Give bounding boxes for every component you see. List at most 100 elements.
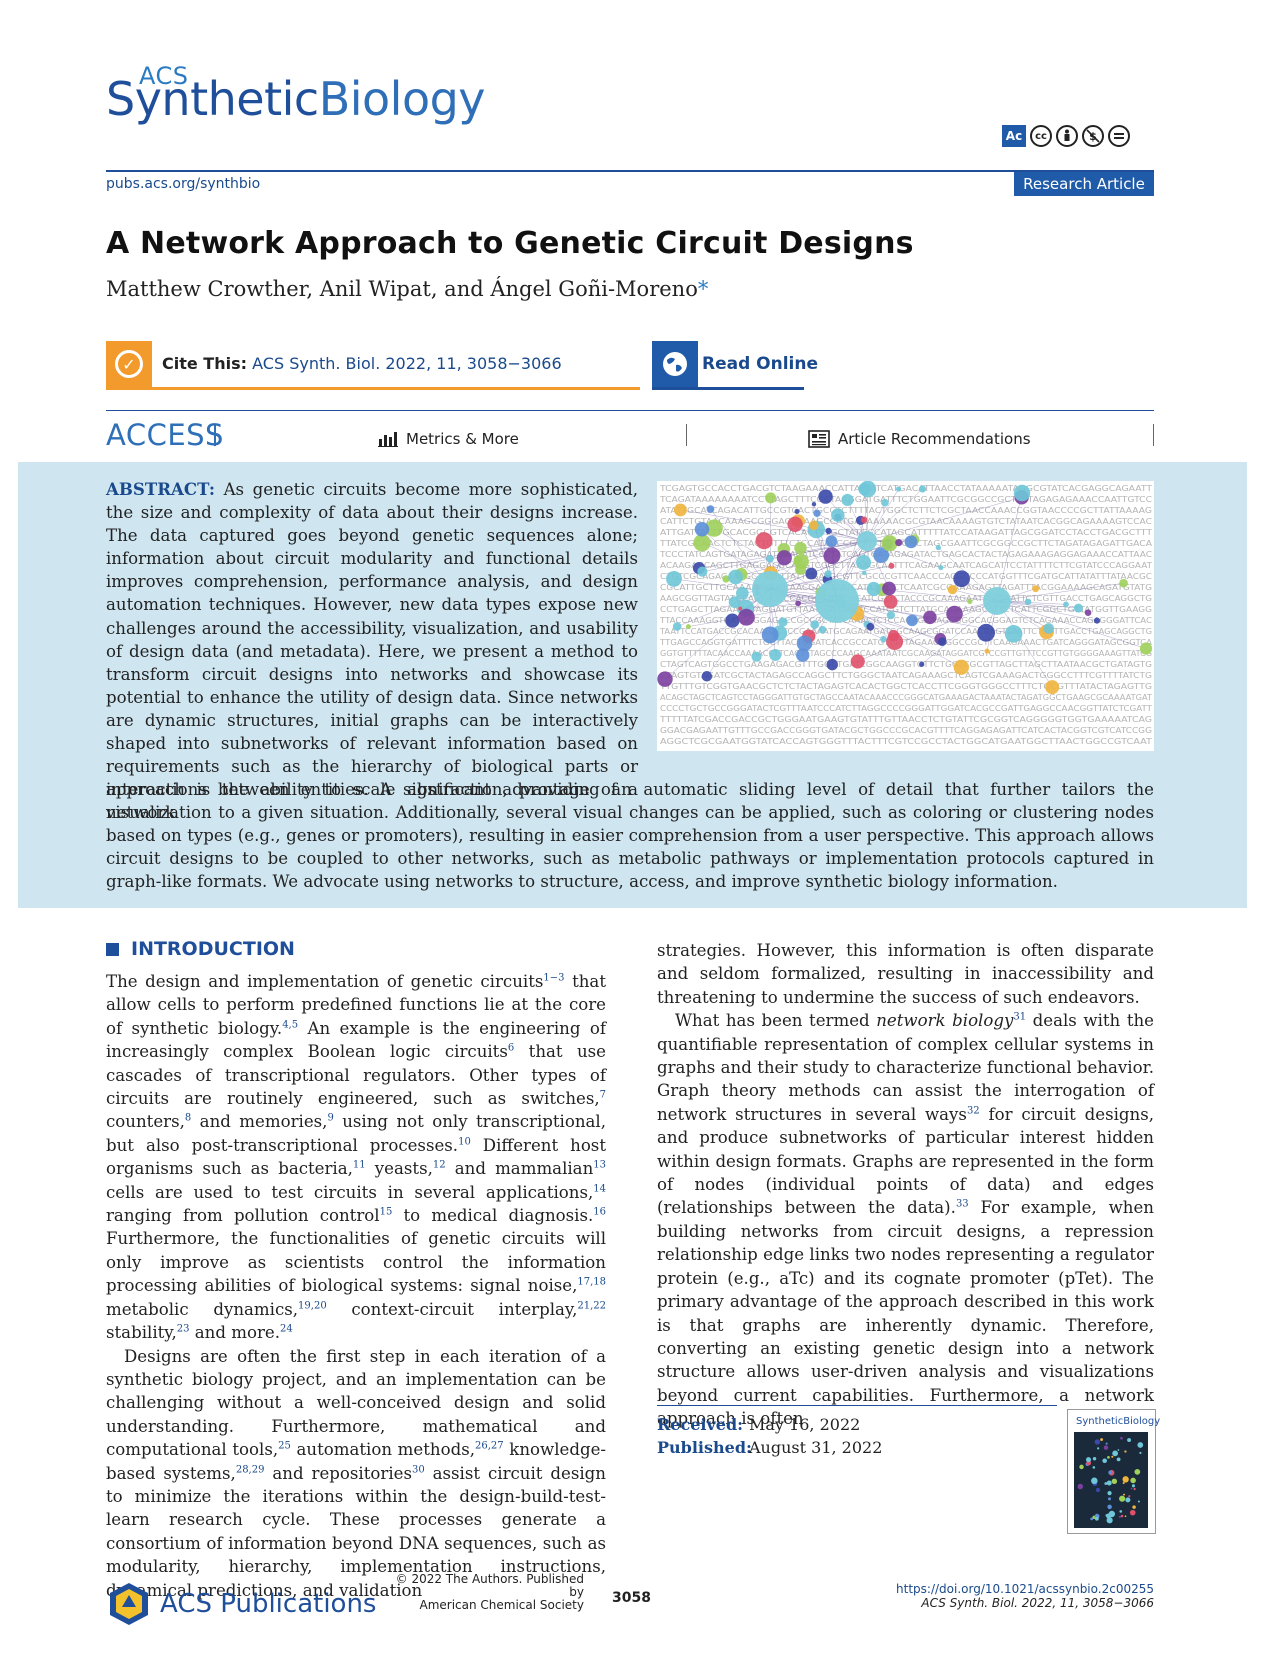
network-node: [1063, 601, 1069, 608]
network-edge: [857, 600, 998, 662]
network-node: [947, 584, 958, 595]
citation-ref[interactable]: 30: [411, 1464, 425, 1475]
toc-graphic[interactable]: TCGAGTGCCACCTGACGTCTAAGAAACCATTATTATCATG…: [657, 481, 1154, 751]
network-node: [766, 554, 774, 563]
cover-dot: [1092, 1456, 1097, 1461]
citation-ref[interactable]: 24: [279, 1323, 293, 1335]
citation-ref[interactable]: 13: [593, 1159, 606, 1171]
intro-paragraph-3: strategies. However, this information is…: [657, 941, 1154, 1007]
network-node: [793, 553, 809, 570]
citation-ref[interactable]: 9: [327, 1112, 334, 1124]
logo-biology: Biology: [318, 72, 486, 126]
journal-url-link[interactable]: pubs.acs.org/synthbio: [106, 176, 261, 192]
cover-dot: [1137, 1442, 1144, 1448]
publisher-name: ACS Publications: [160, 1589, 377, 1619]
cover-dot: [1134, 1469, 1141, 1475]
citation-ref[interactable]: 23: [176, 1323, 190, 1335]
citation-ref[interactable]: 1−3: [543, 972, 565, 984]
citation-ref[interactable]: 19,20: [298, 1300, 327, 1312]
sequence-line: CCTGAGCTTAGAACCTAGGATGTTAATTGTTAATTCCATC…: [660, 604, 1152, 614]
network-edge: [680, 509, 868, 542]
acs-publications-logo[interactable]: ACS Publications: [106, 1581, 376, 1627]
abstract-text-left: ABSTRACT: As genetic circuits become mor…: [106, 478, 638, 824]
abstract-body-left: As genetic circuits become more sophisti…: [106, 480, 638, 823]
cover-dot: [1130, 1477, 1136, 1484]
citation-ref[interactable]: 15: [379, 1206, 393, 1218]
network-node: [787, 516, 803, 532]
cover-dot: [1106, 1480, 1112, 1486]
copyright-line-1: © 2022 The Authors. Published by: [395, 1572, 584, 1599]
citation-ref[interactable]: 7: [599, 1089, 606, 1101]
cover-title: SyntheticBiology: [1076, 1416, 1161, 1427]
network-node: [811, 501, 817, 507]
published-label: Published:: [657, 1438, 752, 1457]
network-node: [795, 600, 801, 607]
read-online-button[interactable]: Read Online: [652, 341, 818, 390]
published-date: August 31, 2022: [749, 1438, 883, 1457]
cover-dot: [1107, 1455, 1110, 1459]
citation-ref[interactable]: 4,5: [282, 1019, 299, 1031]
citation-ref[interactable]: 25: [278, 1440, 291, 1452]
cover-dot: [1116, 1457, 1121, 1462]
cover-dot: [1085, 1457, 1092, 1463]
nd-icon[interactable]: [1108, 125, 1130, 147]
cover-dot: [1111, 1455, 1114, 1458]
by-icon[interactable]: [1056, 125, 1078, 147]
citation-ref[interactable]: 10: [458, 1136, 471, 1148]
citation-ref[interactable]: 8: [184, 1112, 192, 1124]
cover-dot: [1094, 1439, 1101, 1445]
citation-ref[interactable]: 33: [955, 1198, 969, 1210]
cite-this-box[interactable]: ✓ Cite This: ACS Synth. Biol. 2022, 11, …: [106, 341, 640, 390]
network-node: [831, 508, 845, 522]
network-node: [755, 532, 773, 550]
cite-reference[interactable]: ACS Synth. Biol. 2022, 11, 3058−3066: [252, 354, 562, 373]
corresponding-author-mark[interactable]: *: [697, 277, 709, 301]
sequence-line: CATTCTGTAACAAAGCGGGACCAAAGCCATGACAAAAACG…: [660, 516, 1152, 526]
network-node: [938, 564, 944, 571]
nc-icon[interactable]: $: [1082, 125, 1104, 147]
journal-logo[interactable]: SyntheticBiology: [106, 72, 486, 126]
metrics-link[interactable]: Metrics & More: [378, 430, 519, 448]
access-separator: [686, 424, 687, 446]
citation-ref[interactable]: 21,22: [577, 1300, 606, 1312]
cc-icon[interactable]: cc: [1030, 125, 1052, 147]
network-node: [809, 520, 819, 531]
citation-ref[interactable]: 17,18: [577, 1276, 606, 1288]
citation-ref[interactable]: 28,29: [235, 1464, 265, 1475]
globe-icon: [652, 341, 698, 387]
license-icons[interactable]: Ac cc $: [1002, 125, 1130, 147]
network-hub-node: [815, 579, 859, 623]
network-edge: [996, 492, 1023, 602]
cover-dot: [1077, 1483, 1084, 1490]
citation-ref[interactable]: 26,27: [474, 1440, 504, 1452]
doi-block: https://doi.org/10.1021/acssynbio.2c0025…: [800, 1582, 1154, 1610]
network-node: [895, 486, 902, 492]
network-node: [736, 586, 749, 600]
body-column-right: strategies. However, this information is…: [657, 939, 1154, 1431]
citation-ref[interactable]: 16: [593, 1206, 607, 1218]
citation-ref[interactable]: 31: [1013, 1011, 1027, 1023]
cover-dot: [1118, 1515, 1121, 1518]
journal-cover-thumbnail[interactable]: SyntheticBiology: [1067, 1409, 1160, 1534]
cover-image: [1074, 1432, 1148, 1528]
doi-link[interactable]: https://doi.org/10.1021/acssynbio.2c0025…: [896, 1582, 1154, 1596]
cover-dot: [1111, 1478, 1118, 1485]
network-node: [769, 649, 782, 662]
ac-icon[interactable]: Ac: [1002, 125, 1026, 147]
network-node: [856, 554, 872, 570]
citation-ref[interactable]: 11: [352, 1159, 366, 1171]
citation-ref[interactable]: 12: [432, 1159, 446, 1171]
citation-ref[interactable]: 14: [593, 1183, 606, 1195]
network-node: [880, 635, 887, 643]
section-square-icon: [106, 942, 119, 956]
network-node: [1013, 484, 1031, 502]
cite-label: Cite This:: [162, 354, 248, 373]
network-node: [866, 622, 875, 631]
citation-ref[interactable]: 6: [507, 1042, 515, 1054]
cover-dot: [1131, 1484, 1135, 1488]
citation-ref[interactable]: 32: [966, 1105, 980, 1117]
acs-hexagon-icon: [110, 1583, 148, 1625]
recommendations-link[interactable]: Article Recommendations: [808, 430, 1031, 448]
copyright-line-2: American Chemical Society: [419, 1598, 585, 1612]
dates-rule: [657, 1405, 1057, 1406]
